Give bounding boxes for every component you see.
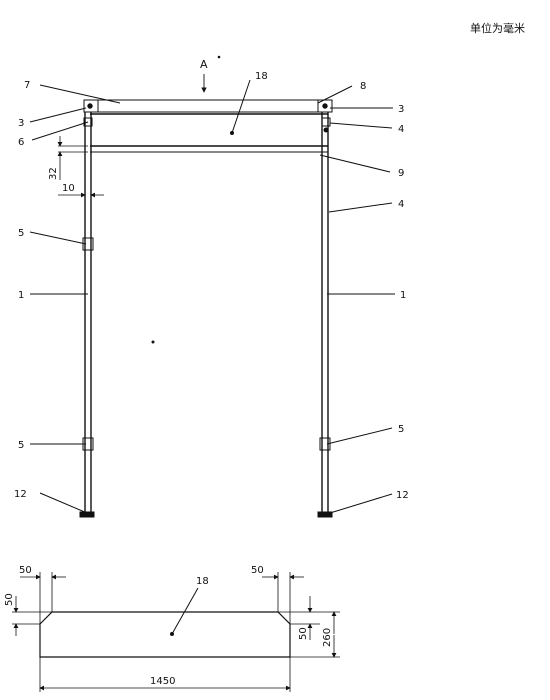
leader-18-top (231, 79, 251, 134)
dim-260-text: 260 (322, 628, 333, 647)
right-top-bracket (321, 117, 331, 127)
dim-10-text: 10 (62, 183, 75, 194)
leader-18-bottom (171, 587, 199, 635)
label-5-left-top: 5 (18, 228, 24, 239)
leader-5-left-top (29, 231, 87, 245)
label-8: 8 (360, 81, 366, 92)
panel-outline (39, 611, 291, 658)
dim-50-right-side-text: 50 (298, 627, 309, 640)
leader-3-left (29, 107, 87, 123)
label-7: 7 (24, 80, 30, 91)
label-5-right: 5 (398, 424, 404, 435)
leader-6 (31, 121, 89, 141)
leader-12-right (329, 493, 393, 514)
label-12-left: 12 (14, 489, 27, 500)
units-note: 单位为毫米 (470, 22, 525, 35)
right-top-dot (323, 127, 329, 133)
dim-1450-text: 1450 (150, 676, 175, 687)
speck-2 (217, 55, 221, 59)
right-clamp-lower (319, 437, 331, 451)
label-5-left-bottom: 5 (18, 440, 24, 451)
label-1-left: 1 (18, 290, 24, 301)
top-rail (83, 99, 333, 113)
dim-50-left-side-text: 50 (4, 593, 15, 606)
right-foot (317, 511, 333, 518)
speck-1 (151, 340, 155, 344)
label-9: 9 (398, 168, 404, 179)
left-corner-bolt (87, 103, 93, 109)
left-clamp-upper (82, 237, 94, 251)
dim-50-right-top-text: 50 (251, 565, 264, 576)
leader-5-right (326, 427, 393, 445)
label-3-right: 3 (398, 104, 404, 115)
dim-50-left-top-text: 50 (19, 565, 32, 576)
leader-12-left (39, 492, 88, 514)
label-12-right: 12 (396, 490, 409, 501)
leader-7 (39, 84, 121, 104)
view-a-label: A (200, 58, 208, 71)
left-top-bracket (83, 117, 93, 127)
label-3-left: 3 (18, 118, 24, 129)
leader-8 (317, 85, 353, 104)
label-4-top: 4 (398, 124, 404, 135)
right-corner-bolt (322, 103, 328, 109)
label-1-right: 1 (400, 290, 406, 301)
leader-4-mid (328, 202, 393, 213)
leader-4-top (329, 122, 393, 129)
panel-dot (230, 131, 234, 135)
dim-32-text: 32 (48, 167, 59, 180)
label-18-top: 18 (255, 71, 268, 82)
left-foot (79, 511, 95, 518)
label-4-mid: 4 (398, 199, 404, 210)
leader-9 (319, 154, 391, 173)
label-18-bottom: 18 (196, 576, 209, 587)
label-6: 6 (18, 137, 24, 148)
